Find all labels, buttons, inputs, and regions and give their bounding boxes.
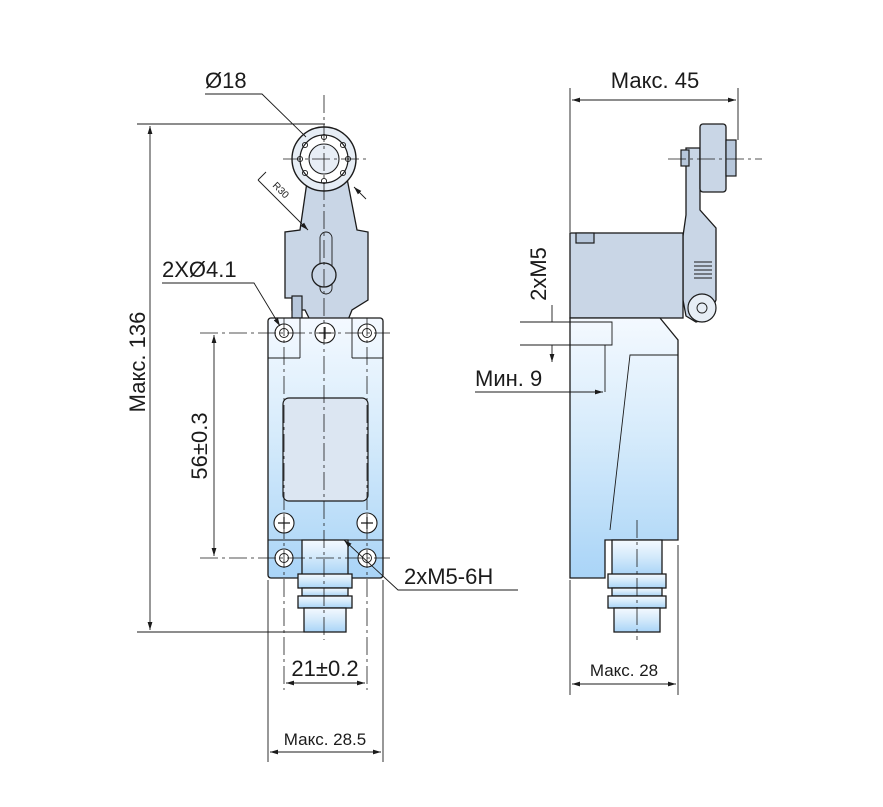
lever-clip bbox=[291, 295, 303, 319]
side-pivot-inner bbox=[696, 302, 708, 314]
side-max-width-label: Макс. 45 bbox=[611, 68, 699, 93]
hole-spacing-horizontal-label: 21±0.2 bbox=[291, 656, 358, 681]
screw-thread-label: 2xM5-6H bbox=[404, 564, 493, 589]
width-ext-lines bbox=[267, 580, 384, 762]
side-body-slope bbox=[609, 354, 678, 531]
roller-diameter-label: Ø18 bbox=[205, 68, 247, 93]
label-window bbox=[282, 397, 369, 502]
side-roller-cap bbox=[680, 149, 690, 167]
mount-holes-label: 2XØ4.1 bbox=[162, 257, 237, 282]
height-ext-lines bbox=[137, 123, 325, 633]
front-view: Макс. 136 56±0.3 Ø18 R30 2XØ4.1 2xM5-6H … bbox=[125, 68, 518, 762]
lever-knurl bbox=[694, 261, 712, 279]
side-roller-axle bbox=[725, 139, 737, 177]
side-min-depth-label: Мин. 9 bbox=[475, 366, 542, 391]
mount-holes-leader bbox=[162, 282, 281, 327]
side-head-tab bbox=[575, 232, 595, 244]
max-width-label: Макс. 28.5 bbox=[284, 730, 366, 749]
side-thread-label: 2xM5 bbox=[526, 247, 551, 301]
side-max-depth-label: Макс. 28 bbox=[590, 661, 658, 680]
radius-tick bbox=[257, 171, 267, 181]
radius-leader bbox=[257, 179, 309, 231]
screw-thread-leader bbox=[343, 539, 518, 591]
side-pivot bbox=[687, 293, 717, 323]
body-ear-edge bbox=[299, 317, 353, 358]
side-head bbox=[569, 232, 684, 319]
side-depth-ext-lines bbox=[569, 545, 679, 695]
roller-diameter-leader bbox=[205, 93, 307, 138]
hole-spacing-vertical-label: 56±0.3 bbox=[187, 412, 212, 479]
side-body bbox=[569, 317, 679, 579]
roller-diameter-arrow bbox=[353, 186, 367, 200]
cable-gland bbox=[297, 539, 353, 633]
side-view: Макс. 45 2xM5 Мин. 9 Макс. 28 bbox=[475, 68, 762, 695]
side-roller bbox=[699, 123, 727, 193]
radius-label: R30 bbox=[270, 180, 291, 201]
thread-ext-lines bbox=[520, 321, 575, 346]
side-width-ext-lines bbox=[569, 88, 739, 232]
side-slot bbox=[570, 321, 613, 346]
max-height-label: Макс. 136 bbox=[125, 312, 150, 413]
